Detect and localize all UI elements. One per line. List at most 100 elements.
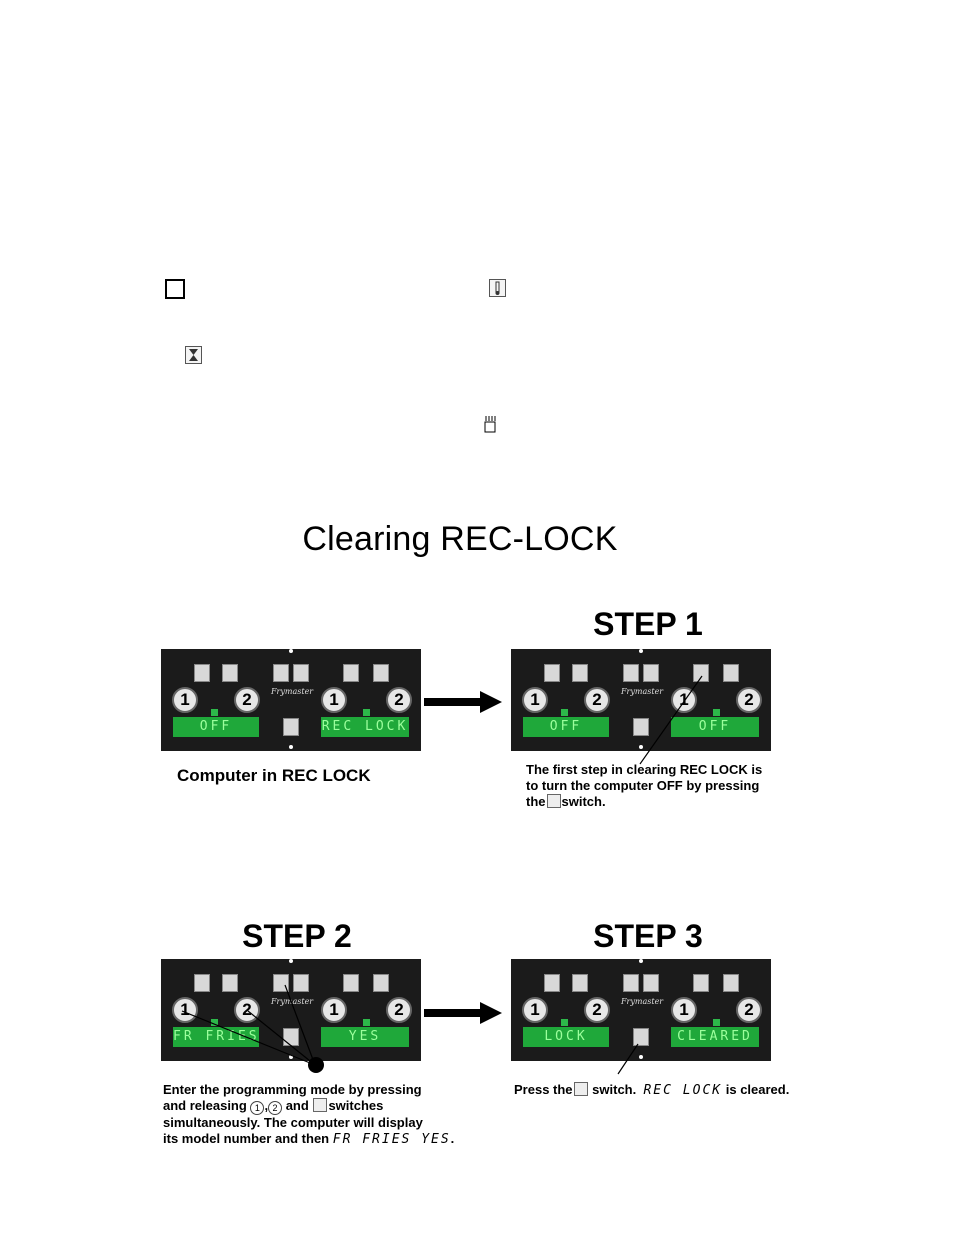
button-2-right[interactable]: 2 [386,687,412,713]
button-1-right[interactable]: 1 [671,687,697,713]
hourglass-button[interactable] [194,664,210,682]
hourglass-button-right[interactable] [373,664,389,682]
power-button-left[interactable] [222,664,238,682]
right-arrow-button[interactable] [643,974,659,992]
caption-line: simultaneously. The computer will displa… [163,1115,423,1130]
right-display: REC LOCK [321,717,409,737]
right-arrow-button[interactable] [293,664,309,682]
button-2-icon: 2 [268,1101,283,1115]
melt-cycle-icon [482,415,498,433]
caption-text: and [285,1098,309,1113]
caption-line: and releasing 1,2 and switches [163,1098,384,1115]
panel-dot [639,1055,643,1059]
left-display: LOCK [523,1027,609,1047]
caption-step1: The first step in clearing REC LOCK is t… [526,762,786,810]
step-2-heading: STEP 2 [242,918,352,954]
left-arrow-button[interactable] [273,974,289,992]
button-1-right[interactable]: 1 [321,997,347,1023]
left-arrow-button[interactable] [623,974,639,992]
heat-led-left [561,709,568,716]
left-display: OFF [523,717,609,737]
caption-text: is cleared. [725,1082,790,1097]
button-1-left[interactable]: 1 [172,997,198,1023]
power-button-left[interactable] [222,974,238,992]
caption-text: its model number and then [163,1131,330,1146]
arrow-right [424,691,502,718]
power-button-right[interactable] [343,664,359,682]
brand-logo: Frymaster [621,997,664,1006]
hourglass-button-right[interactable] [723,664,739,682]
power-button-left[interactable] [572,974,588,992]
caption-text: switch. [561,794,606,809]
power-button-right[interactable] [693,974,709,992]
hourglass-button[interactable] [544,974,560,992]
caption-text: switches [328,1098,384,1113]
hourglass-button[interactable] [544,664,560,682]
button-2-right[interactable]: 2 [736,687,762,713]
page-title: Clearing REC-LOCK [302,520,618,558]
caption-text: switch. [592,1082,637,1097]
button-1-right[interactable]: 1 [321,687,347,713]
button-1-icon: 1 [250,1101,265,1115]
arrow-right [424,1002,502,1029]
button-1-left[interactable]: 1 [522,997,548,1023]
panel-dot [289,745,293,749]
panel-dot [289,1055,293,1059]
hourglass-button[interactable] [194,974,210,992]
caption-line: Enter the programming mode by pressing [163,1082,422,1097]
caption-initial: Computer in REC LOCK [177,766,371,785]
power-icon [546,794,561,808]
caption-line: to turn the computer OFF by pressing [526,778,760,793]
button-2-right[interactable]: 2 [386,997,412,1023]
thermometer-button[interactable] [633,1028,649,1046]
left-display: OFF [173,717,259,737]
heat-led-left [211,709,218,716]
caption-text: and releasing [163,1098,247,1113]
control-panel-step1: 1 2 Frymaster 1 2 OFF OFF [511,649,771,751]
thermometer-button[interactable] [283,718,299,736]
button-1-left[interactable]: 1 [522,687,548,713]
caption-line: The first step in clearing REC LOCK is [526,762,763,777]
pointer-lines [181,984,324,1073]
step-3-heading: STEP 3 [593,918,703,954]
button-2-left[interactable]: 2 [234,997,260,1023]
button-2-left[interactable]: 2 [584,687,610,713]
panel-dot [639,959,643,963]
control-panel-initial: 1 2 Frymaster 1 2 OFF REC LOCK [161,649,421,751]
display-code: REC LOCK [643,1083,723,1098]
button-2-left[interactable]: 2 [584,997,610,1023]
display-code: FR FRIES YES [332,1132,451,1147]
power-button-right[interactable] [693,664,709,682]
button-2-right[interactable]: 2 [736,997,762,1023]
step-1-heading: STEP 1 [593,606,703,642]
right-arrow-button[interactable] [643,664,659,682]
pointer-line [617,1043,639,1075]
hourglass-button-right[interactable] [723,974,739,992]
brand-logo: Frymaster [271,997,314,1006]
power-button-left[interactable] [572,664,588,682]
power-button-right[interactable] [343,974,359,992]
caption-text: Press the [514,1082,573,1097]
control-panel-step2: 1 2 Frymaster 1 2 FR FRIES YES [161,959,421,1061]
right-arrow-button[interactable] [293,974,309,992]
left-arrow-icon [313,1098,328,1112]
button-1-right[interactable]: 1 [671,997,697,1023]
caption-step3: Press the switch. REC LOCK is cleared. [514,1082,814,1099]
button-1-left[interactable]: 1 [172,687,198,713]
empty-checkbox-symbol [165,279,185,299]
heat-led-right [713,1019,720,1026]
right-display: CLEARED [671,1027,759,1047]
heat-led-right [363,709,370,716]
right-display: YES [321,1027,409,1047]
button-2-left[interactable]: 2 [234,687,260,713]
caption-step2: Enter the programming mode by pressing a… [163,1082,483,1148]
panel-dot [639,649,643,653]
thermometer-button[interactable] [633,718,649,736]
hourglass-button-right[interactable] [373,974,389,992]
heat-led-left [561,1019,568,1026]
left-arrow-button[interactable] [623,664,639,682]
left-arrow-button[interactable] [273,664,289,682]
brand-logo: Frymaster [621,687,664,696]
heat-led-right [363,1019,370,1026]
